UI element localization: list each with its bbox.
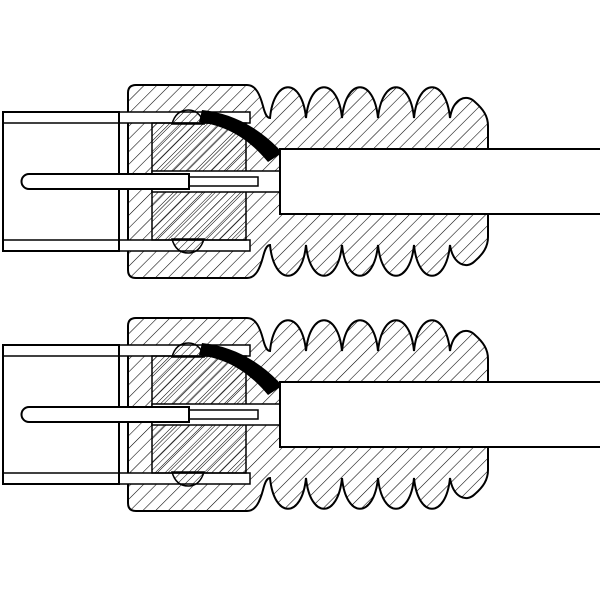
connector-figure-top — [2, 84, 600, 279]
connector-figure-bottom — [2, 317, 600, 512]
